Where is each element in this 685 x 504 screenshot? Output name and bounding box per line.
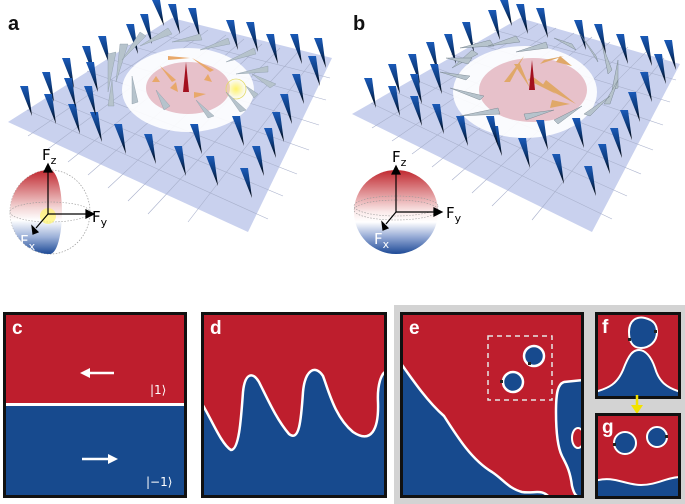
vortex-1 [522,344,546,368]
panel-f-domains: f [595,312,681,399]
domain-wall [6,403,184,406]
axis-fz-a: Fz [42,146,57,167]
panel-a-spin-texture: Fz Fy Fx [8,0,332,255]
panel-e-domains: e [400,312,584,498]
panel-d-domains: d [201,312,387,498]
domain-spin-up [6,315,184,403]
sphere-axes-a [31,162,96,235]
arrow-left-icon [80,368,114,378]
blue-cones [364,0,676,196]
orange-cones [504,56,576,108]
domain-structure-f [598,316,678,396]
sphere-axes-b [381,164,444,231]
panel-label-g: g [602,417,614,438]
panel-label-a: a [8,13,20,35]
wavy-domain-wall [204,315,384,452]
state-label-minus-one: |−1⟩ [146,475,173,489]
panel-label-b: b [353,13,366,35]
panel-label-f: f [602,317,609,338]
axis-fz-b: Fz [392,148,407,169]
axis-fy-b: Fy [446,204,462,225]
central-red-cone [529,60,535,90]
state-label-plus-one: |1⟩ [150,383,167,397]
blue-cones [20,0,326,198]
arrow-right-icon [82,454,118,464]
panel-label-e: e [409,318,420,339]
yellow-defect-sphere [225,78,247,100]
panel-g-domains: g [595,413,681,499]
panel-b-spin-texture: Fz Fy Fx [352,0,680,254]
panel-label-d: d [210,318,222,339]
vortex-2 [501,370,525,394]
orange-cones [152,56,214,98]
panel-c-domains: c |1⟩ |−1⟩ [3,312,187,498]
axis-fy-a: Fy [92,208,108,229]
domain-structure-g [598,426,678,496]
zoom-region-box [487,335,553,401]
panel-label-c: c [12,318,23,339]
transition-arrow-icon [631,395,643,414]
axis-fx-a: Fx [20,232,36,253]
axis-fx-b: Fx [374,230,390,251]
gray-cones [107,27,277,119]
gray-cones [439,33,619,125]
domain-structure-e [403,335,581,495]
central-red-cone [183,62,189,92]
